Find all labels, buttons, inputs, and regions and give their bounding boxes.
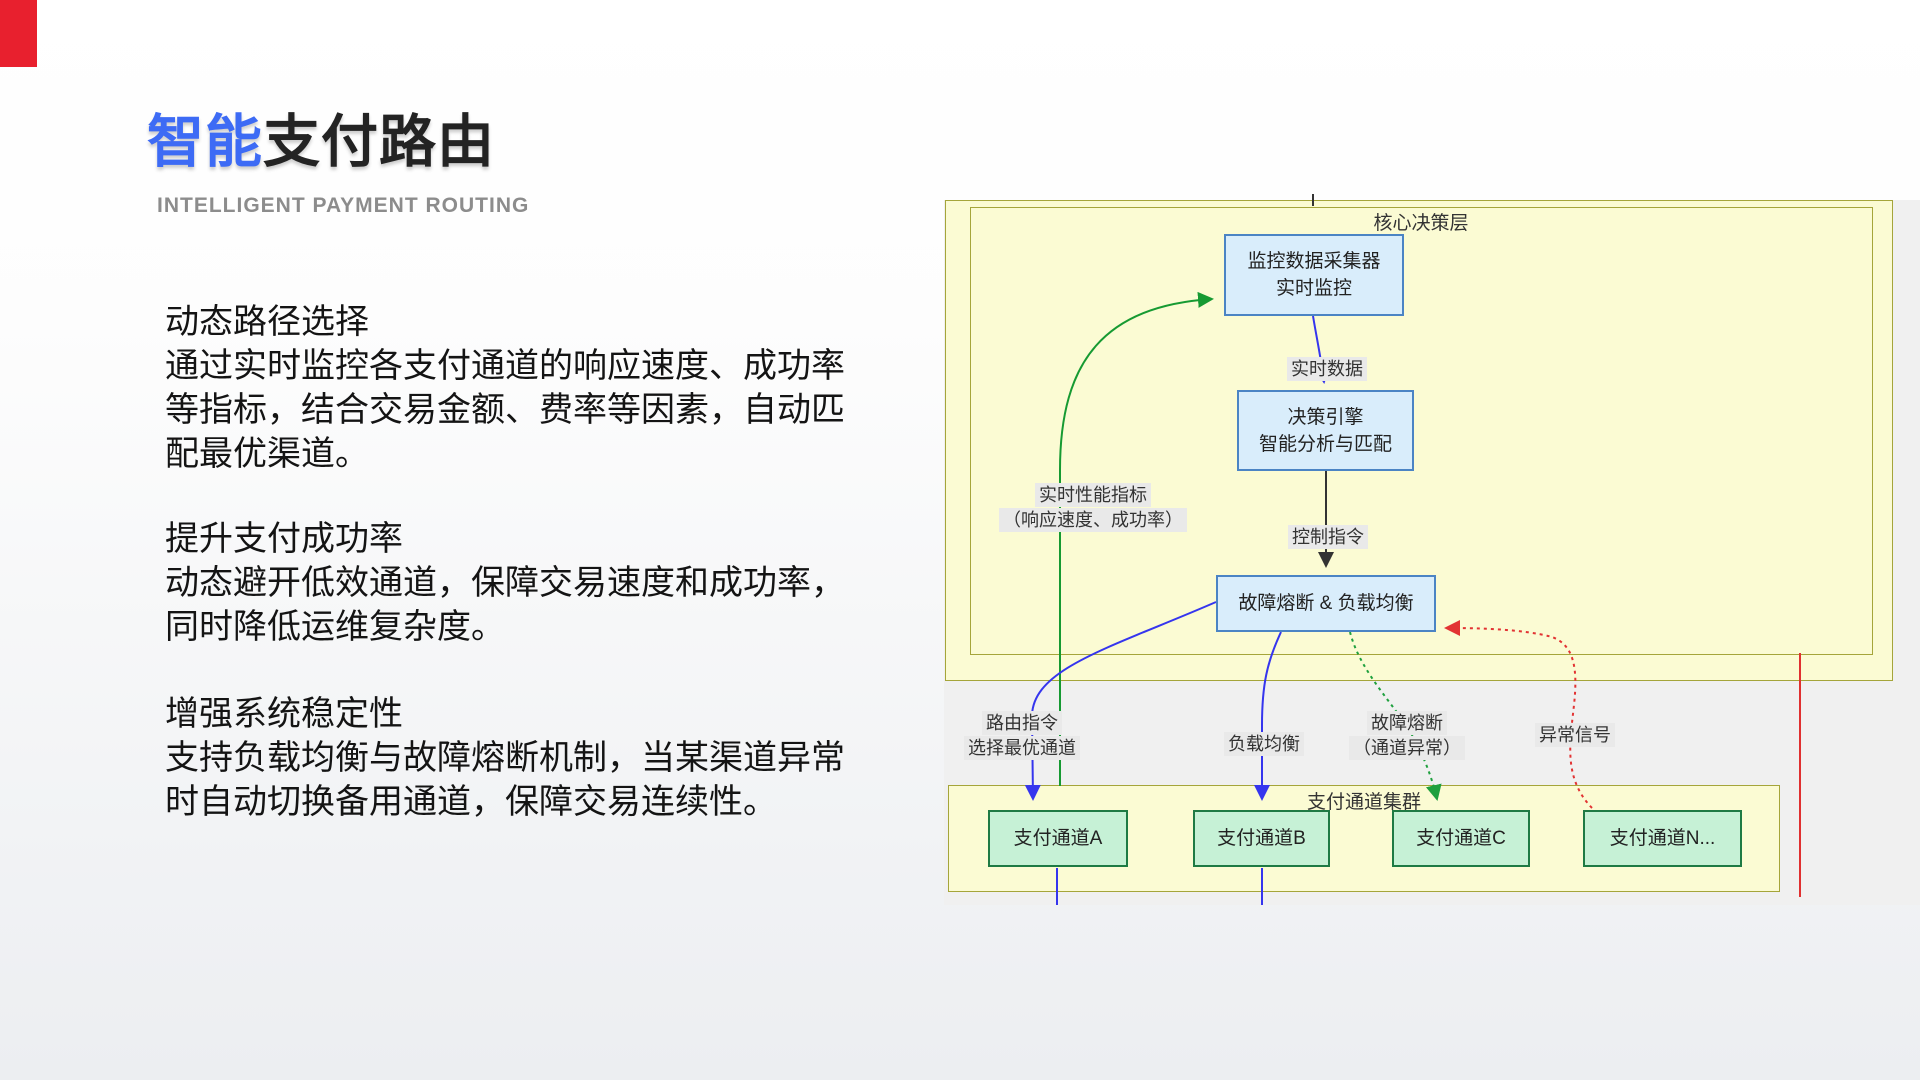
- paragraph-line: 同时降低运维复杂度。: [165, 608, 505, 646]
- edge-label-line: （通道异常）: [1349, 736, 1465, 760]
- node-payment-channel-a: 支付通道A: [988, 810, 1128, 867]
- node-payment-channel-n: 支付通道N...: [1583, 810, 1742, 867]
- node-monitor-collector: 监控数据采集器实时监控: [1224, 234, 1404, 316]
- node-label-line: 支付通道A: [1013, 828, 1103, 849]
- node-circuit-breaker-load-balancer: 故障熔断 & 负载均衡: [1216, 575, 1436, 632]
- title-block: 智能支付路由 INTELLIGENT PAYMENT ROUTING: [147, 96, 529, 218]
- paragraph-line: 配最优渠道。: [165, 435, 369, 473]
- node-decision-engine: 决策引擎智能分析与匹配: [1237, 390, 1414, 471]
- edge-label-line: （响应速度、成功率）: [999, 508, 1187, 532]
- node-label-line: 智能分析与匹配: [1258, 433, 1392, 455]
- paragraph-line: 等指标，结合交易金额、费率等因素，自动匹: [165, 391, 845, 429]
- edge-label-line: 实时性能指标: [1035, 483, 1151, 507]
- edge-label-control-command: 控制指令: [1288, 524, 1368, 550]
- body-paragraph-3: 增强系统稳定性支持负载均衡与故障熔断机制，当某渠道异常时自动切换备用通道，保障交…: [165, 692, 845, 824]
- page-subtitle: INTELLIGENT PAYMENT ROUTING: [157, 194, 530, 217]
- paragraph-line: 提升支付成功率: [165, 520, 403, 558]
- paragraph-line: 通过实时监控各支付通道的响应速度、成功率: [165, 347, 845, 385]
- node-payment-channel-b: 支付通道B: [1193, 810, 1330, 867]
- node-payment-channel-c: 支付通道C: [1392, 810, 1530, 867]
- edge-label-line: 实时数据: [1287, 357, 1367, 381]
- edge-label-realtime-data: 实时数据: [1287, 356, 1367, 382]
- title-rest: 支付路由: [263, 110, 495, 174]
- body-paragraph-2: 提升支付成功率动态避开低效通道，保障交易速度和成功率， 同时降低运维复杂度。: [165, 517, 845, 649]
- edge-label-load-balance: 负载均衡: [1224, 731, 1304, 757]
- edge-label-routing-command: 路由指令选择最优通道: [964, 710, 1080, 761]
- title-highlight: 智能: [147, 110, 263, 174]
- edge-label-line: 路由指令: [982, 711, 1062, 735]
- node-label-line: 支付通道C: [1416, 828, 1506, 849]
- paragraph-line: 支持负载均衡与故障熔断机制，当某渠道异常: [165, 739, 845, 777]
- edge-label-line: 选择最优通道: [964, 736, 1080, 760]
- node-label-line: 实时监控: [1275, 278, 1352, 299]
- edge-label-line: 控制指令: [1288, 525, 1368, 549]
- edge-label-circuit-break-abnormal: 故障熔断（通道异常）: [1349, 710, 1465, 761]
- edge-label-line: 故障熔断: [1367, 711, 1447, 735]
- node-label-line: 支付通道N...: [1609, 828, 1716, 849]
- node-label-line: 决策引擎: [1287, 406, 1364, 428]
- body-paragraph-1: 动态路径选择通过实时监控各支付通道的响应速度、成功率等指标，结合交易金额、费率等…: [165, 300, 845, 476]
- corner-accent-bar: [0, 0, 37, 67]
- page-title: 智能支付路由: [147, 96, 529, 178]
- paragraph-line: 时自动切换备用通道，保障交易连续性。: [165, 783, 777, 821]
- cluster-label-core-decision-layer: 核心决策层: [1373, 213, 1469, 234]
- edge-label-perf-metrics: 实时性能指标（响应速度、成功率）: [999, 482, 1187, 533]
- edge-label-line: 负载均衡: [1224, 732, 1304, 756]
- node-label-line: 故障熔断 & 负载均衡: [1238, 593, 1414, 614]
- node-label-line: 监控数据采集器: [1247, 251, 1381, 272]
- node-label-line: 支付通道B: [1217, 828, 1306, 849]
- paragraph-line: 动态避开低效通道，保障交易速度和成功率，: [165, 564, 845, 602]
- edge-label-line: 异常信号: [1535, 723, 1615, 747]
- edge-label-abnormal-signal: 异常信号: [1535, 722, 1615, 748]
- paragraph-line: 动态路径选择: [165, 303, 369, 341]
- paragraph-line: 增强系统稳定性: [165, 695, 403, 733]
